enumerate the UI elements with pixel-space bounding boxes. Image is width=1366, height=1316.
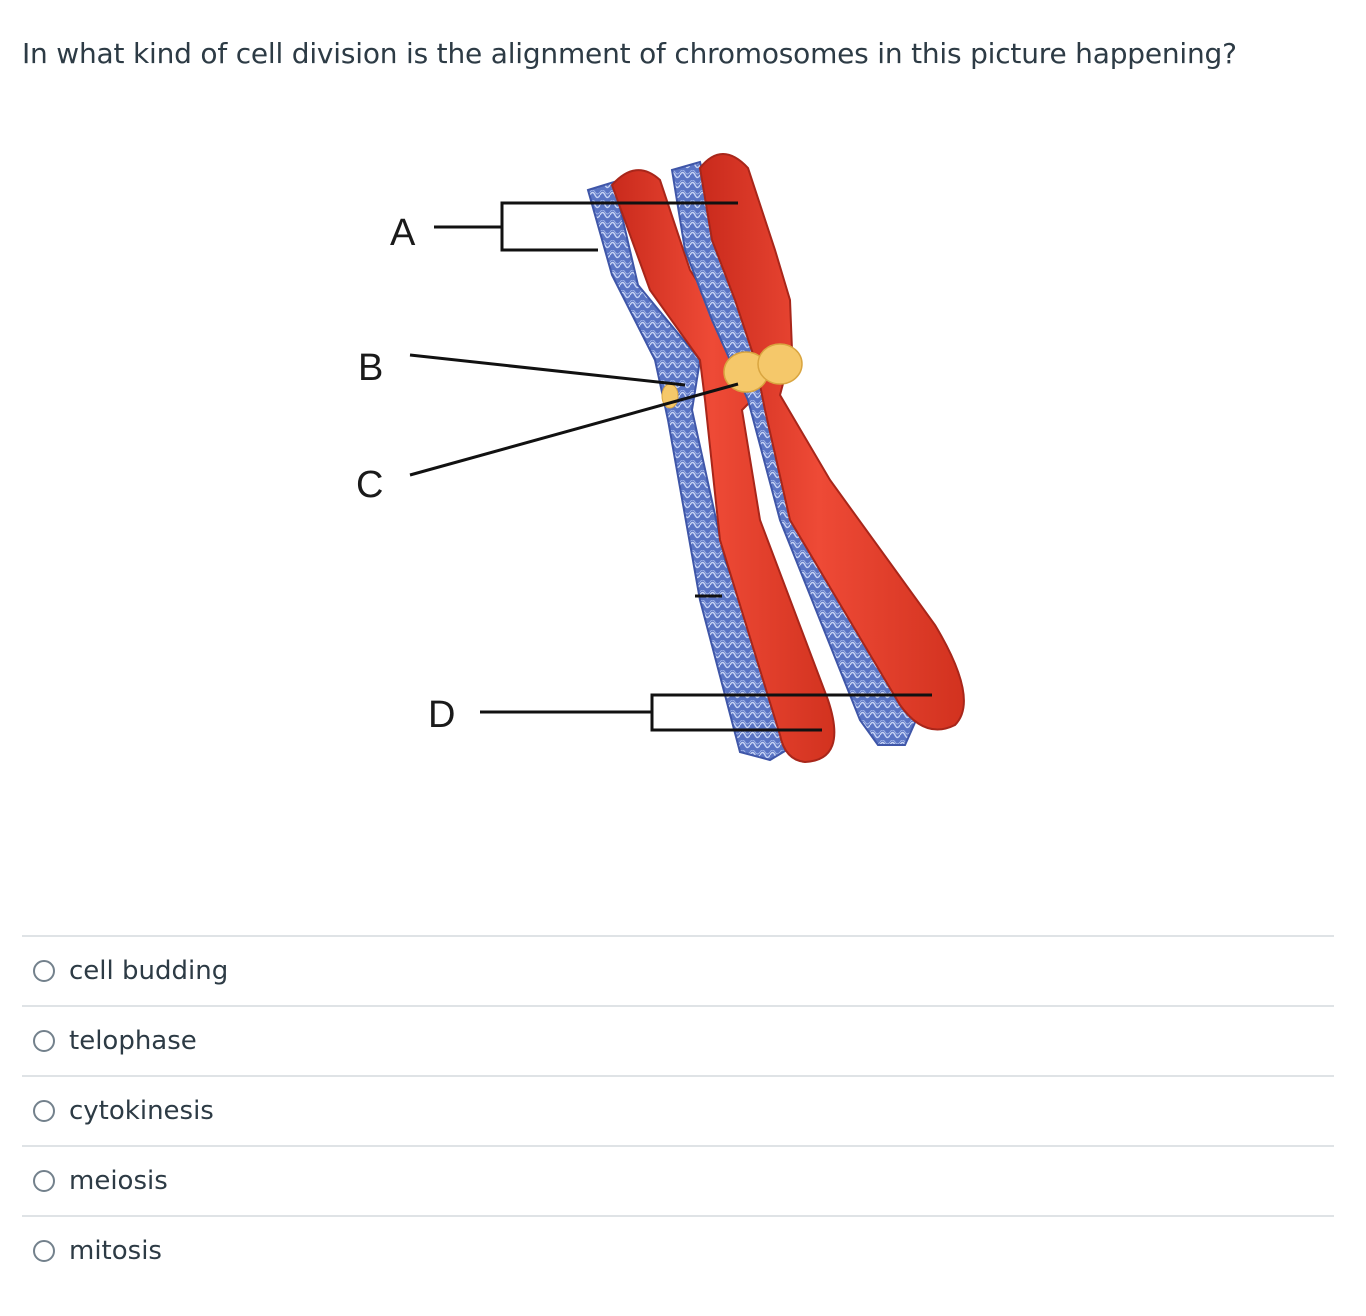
left-chromosome-red-chromatid	[610, 169, 836, 764]
label-a: A	[390, 212, 416, 254]
answer-option-cytokinesis[interactable]: cytokinesis	[22, 1077, 1334, 1147]
label-d: D	[428, 694, 455, 736]
answer-list: cell budding telophase cytokinesis meios…	[22, 935, 1334, 1285]
radio-button[interactable]	[33, 1030, 55, 1052]
label-b: B	[358, 347, 383, 389]
radio-button[interactable]	[33, 1100, 55, 1122]
answer-label: cell budding	[69, 956, 229, 986]
label-c-group: C	[356, 382, 739, 506]
radio-button[interactable]	[33, 960, 55, 982]
answer-option-mitosis[interactable]: mitosis	[22, 1217, 1334, 1285]
label-a-group: A	[390, 201, 738, 254]
answer-option-telophase[interactable]: telophase	[22, 1007, 1334, 1077]
chromosome-diagram: A B C D	[356, 153, 965, 764]
answer-label: meiosis	[69, 1166, 168, 1196]
label-b-group: B	[358, 347, 686, 389]
answer-label: mitosis	[69, 1236, 162, 1266]
label-d-group: D	[428, 693, 932, 736]
answer-option-meiosis[interactable]: meiosis	[22, 1147, 1334, 1217]
question-text: In what kind of cell division is the ali…	[22, 37, 1237, 70]
radio-button[interactable]	[33, 1240, 55, 1262]
answer-label: telophase	[69, 1026, 197, 1056]
answer-option-cell-budding[interactable]: cell budding	[22, 937, 1334, 1007]
centromeres	[661, 343, 803, 409]
right-chromosome-red-chromatid	[698, 153, 965, 731]
label-c: C	[356, 464, 383, 506]
radio-button[interactable]	[33, 1170, 55, 1192]
answer-label: cytokinesis	[69, 1096, 214, 1126]
